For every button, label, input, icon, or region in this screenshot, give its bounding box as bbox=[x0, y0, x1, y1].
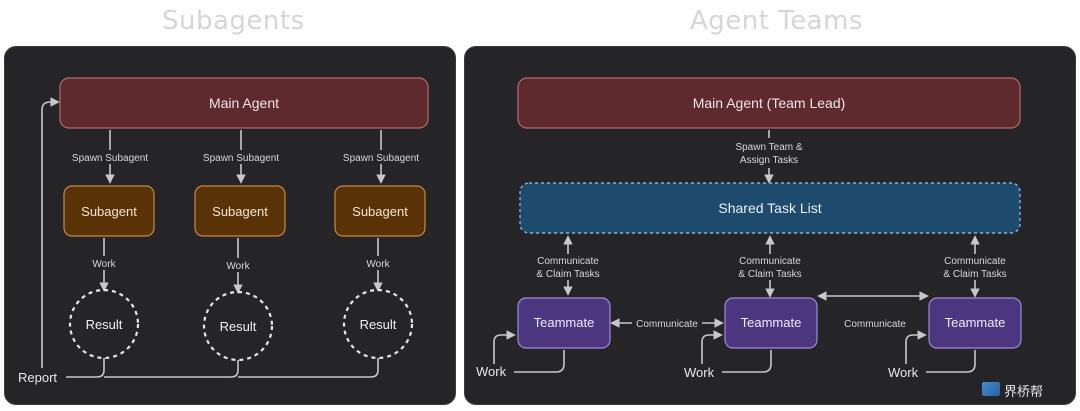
work-label-3: Work bbox=[366, 259, 390, 270]
teammate-box-2 bbox=[724, 297, 818, 349]
communicate-label-1: Communicate bbox=[636, 319, 698, 330]
comm-claim-label-2b: & Claim Tasks bbox=[738, 269, 801, 280]
agent-teams-title: Agent Teams bbox=[690, 6, 863, 36]
team-work-label-2: Work bbox=[684, 365, 715, 380]
spawn-label-1: Spawn Subagent bbox=[72, 153, 148, 164]
subagent-box-1 bbox=[63, 185, 155, 237]
shared-task-list-label: Shared Task List bbox=[718, 200, 821, 216]
result-circle-3 bbox=[342, 288, 414, 360]
subagents-diagram: Main Agent Spawn Subagent Spawn Subagent… bbox=[18, 77, 429, 385]
comm-claim-label-3b: & Claim Tasks bbox=[943, 269, 1006, 280]
comm-claim-label-3a: Communicate bbox=[944, 256, 1006, 267]
watermark-text: 界桥帮 bbox=[1004, 385, 1044, 400]
communicate-label-2: Communicate bbox=[844, 319, 906, 330]
result-circle-1 bbox=[68, 288, 140, 360]
spawn-label-2: Spawn Subagent bbox=[203, 153, 279, 164]
main-agent-label: Main Agent bbox=[209, 95, 279, 111]
shared-task-list-box bbox=[519, 182, 1021, 234]
subagent-box-3 bbox=[334, 185, 426, 237]
spawn-label-3: Spawn Subagent bbox=[343, 153, 419, 164]
teammate-label-1: Teammate bbox=[534, 315, 595, 330]
team-lead-label: Main Agent (Team Lead) bbox=[693, 95, 846, 111]
team-work-label-3: Work bbox=[888, 365, 919, 380]
subagent-label-1: Subagent bbox=[81, 204, 137, 219]
comm-claim-label-1a: Communicate bbox=[537, 256, 599, 267]
teammate-box-3 bbox=[928, 297, 1022, 349]
result-label-1: Result bbox=[86, 317, 123, 332]
watermark-logo-icon bbox=[982, 382, 1000, 396]
work-label-1: Work bbox=[92, 259, 116, 270]
result-label-2: Result bbox=[220, 319, 257, 334]
teammate-label-2: Teammate bbox=[741, 315, 802, 330]
subagent-label-2: Subagent bbox=[212, 204, 268, 219]
team-work-label-1: Work bbox=[476, 364, 507, 379]
result-circle-2 bbox=[202, 290, 274, 362]
teammate-box-1 bbox=[517, 297, 611, 349]
comm-claim-label-2a: Communicate bbox=[739, 256, 801, 267]
subagent-label-3: Subagent bbox=[352, 204, 408, 219]
agent-teams-diagram: Main Agent (Team Lead) Spawn Team & Assi… bbox=[474, 77, 1022, 380]
teammate-label-3: Teammate bbox=[945, 315, 1006, 330]
team-lead-box bbox=[517, 77, 1021, 129]
subagents-title: Subagents bbox=[162, 6, 305, 36]
report-label: Report bbox=[18, 370, 57, 385]
work-label-2: Work bbox=[226, 261, 250, 272]
main-agent-box bbox=[59, 77, 429, 129]
spawn-team-label-1: Spawn Team & bbox=[735, 142, 802, 153]
subagent-box-2 bbox=[194, 185, 286, 237]
spawn-team-label-2: Assign Tasks bbox=[740, 155, 798, 166]
comm-claim-label-1b: & Claim Tasks bbox=[536, 269, 599, 280]
result-label-3: Result bbox=[360, 317, 397, 332]
report-line bbox=[66, 358, 105, 378]
